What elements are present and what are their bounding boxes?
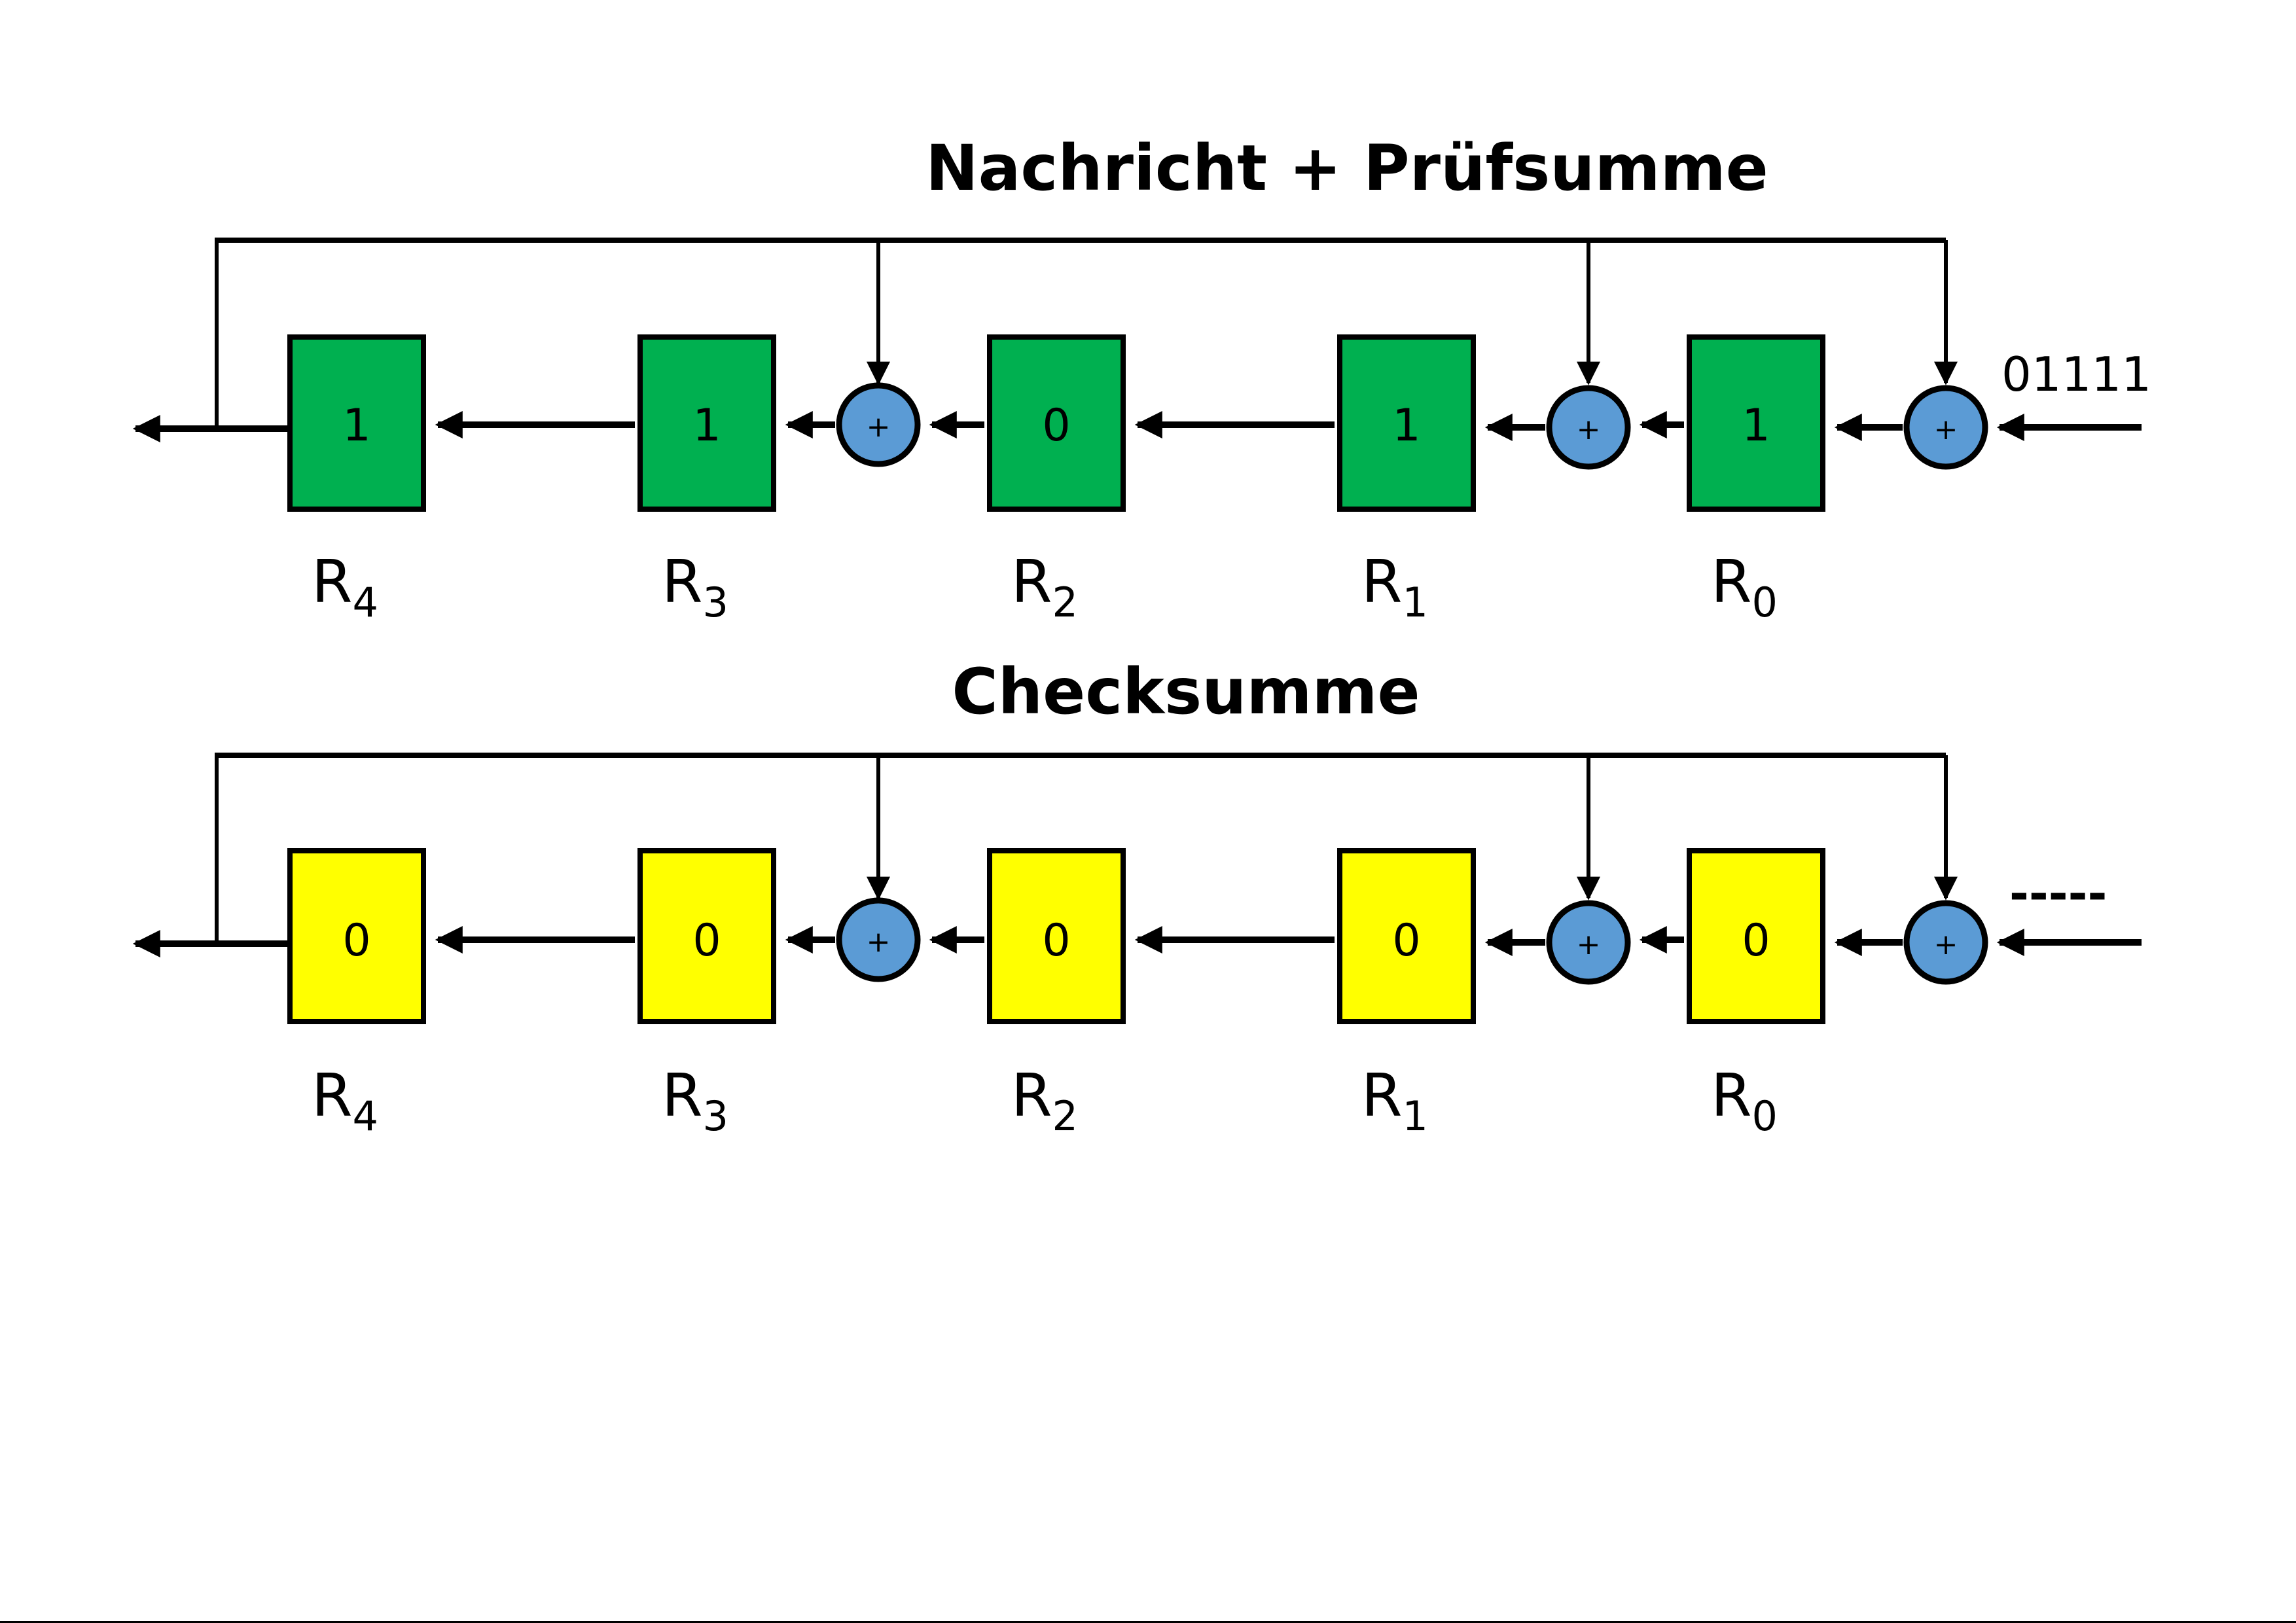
register-R4: 0R4 xyxy=(287,848,426,1140)
register-R0: 0R0 xyxy=(1687,848,1825,1140)
xor-circle xyxy=(836,382,921,467)
row-title: Checksumme xyxy=(952,655,1420,728)
register-box xyxy=(637,848,776,1024)
register-R0: 1R0 xyxy=(1687,334,1825,626)
register-box xyxy=(1687,848,1825,1024)
register-label: R2 xyxy=(1011,548,1078,626)
register-name: R xyxy=(1361,548,1403,616)
register-label: R0 xyxy=(1711,1061,1778,1140)
register-label: R1 xyxy=(1361,548,1428,626)
xor-circle xyxy=(836,897,921,982)
register-box xyxy=(987,848,1126,1024)
xor-circle xyxy=(1546,385,1631,470)
register-index: 1 xyxy=(1403,579,1428,626)
xor-plus-icon: + xyxy=(1934,928,1958,961)
register-index: 4 xyxy=(353,579,378,626)
page-bottom-border xyxy=(0,1621,2296,1623)
register-name: R xyxy=(1361,1061,1403,1130)
xor-gate: + xyxy=(1903,900,1988,985)
register-label: R4 xyxy=(312,548,378,626)
register-index: 3 xyxy=(703,1092,728,1140)
xor-plus-icon: + xyxy=(1577,413,1601,446)
xor-gate: + xyxy=(836,897,921,982)
register-label: R1 xyxy=(1361,1061,1428,1140)
register-R2: 0R2 xyxy=(987,848,1126,1140)
register-name: R xyxy=(1711,548,1752,616)
register-index: 2 xyxy=(1052,579,1078,626)
register-index: 0 xyxy=(1752,579,1778,626)
input-bitstream-label: 01111 xyxy=(2001,347,2151,402)
xor-gate: + xyxy=(1546,385,1631,470)
register-name: R xyxy=(662,548,703,616)
register-index: 3 xyxy=(703,579,728,626)
xor-plus-icon: + xyxy=(867,925,891,959)
register-box xyxy=(1337,848,1476,1024)
xor-circle xyxy=(1903,900,1988,985)
register-index: 1 xyxy=(1403,1092,1428,1140)
register-value: 0 xyxy=(342,915,370,967)
register-R1: 1R1 xyxy=(1337,334,1476,626)
row-message-checksum: Nachricht + Prüfsumme 1R41R30R21R11R0+++… xyxy=(132,132,2151,626)
input-bitstream-label: ----- xyxy=(2009,866,2107,921)
register-name: R xyxy=(312,1061,353,1130)
xor-plus-icon: + xyxy=(867,410,891,444)
row-title: Nachricht + Prüfsumme xyxy=(925,132,1768,205)
register-label: R2 xyxy=(1011,1061,1078,1140)
register-box xyxy=(287,848,426,1024)
xor-gate: + xyxy=(836,382,921,467)
register-value: 1 xyxy=(342,400,370,452)
register-name: R xyxy=(662,1061,703,1130)
xor-gate: + xyxy=(1546,900,1631,985)
register-R2: 0R2 xyxy=(987,334,1126,626)
xor-plus-icon: + xyxy=(1934,413,1958,446)
register-value: 0 xyxy=(1742,915,1770,967)
register-box xyxy=(1687,334,1825,512)
register-index: 2 xyxy=(1052,1092,1078,1140)
register-box xyxy=(287,334,426,512)
register-value: 0 xyxy=(1042,400,1070,452)
xor-plus-icon: + xyxy=(1577,928,1601,961)
xor-gate: + xyxy=(1903,385,1988,470)
register-value: 1 xyxy=(1742,400,1770,452)
register-value: 1 xyxy=(692,400,721,452)
register-name: R xyxy=(1011,1061,1052,1130)
register-value: 0 xyxy=(1392,915,1420,967)
register-box xyxy=(1337,334,1476,512)
xor-circle xyxy=(1546,900,1631,985)
register-label: R3 xyxy=(662,548,728,626)
register-value: 0 xyxy=(1042,915,1070,967)
register-R4: 1R4 xyxy=(287,334,426,626)
xor-circle xyxy=(1903,385,1988,470)
register-R1: 0R1 xyxy=(1337,848,1476,1140)
register-R3: 1R3 xyxy=(637,334,776,626)
register-box xyxy=(637,334,776,512)
register-label: R3 xyxy=(662,1061,728,1140)
register-label: R0 xyxy=(1711,548,1778,626)
register-box xyxy=(987,334,1126,512)
register-name: R xyxy=(1711,1061,1752,1130)
register-label: R4 xyxy=(312,1061,378,1140)
register-name: R xyxy=(312,548,353,616)
register-name: R xyxy=(1011,548,1052,616)
register-value: 1 xyxy=(1392,400,1420,452)
register-value: 0 xyxy=(692,915,721,967)
register-index: 0 xyxy=(1752,1092,1778,1140)
register-index: 4 xyxy=(353,1092,378,1140)
register-R3: 0R3 xyxy=(637,848,776,1140)
